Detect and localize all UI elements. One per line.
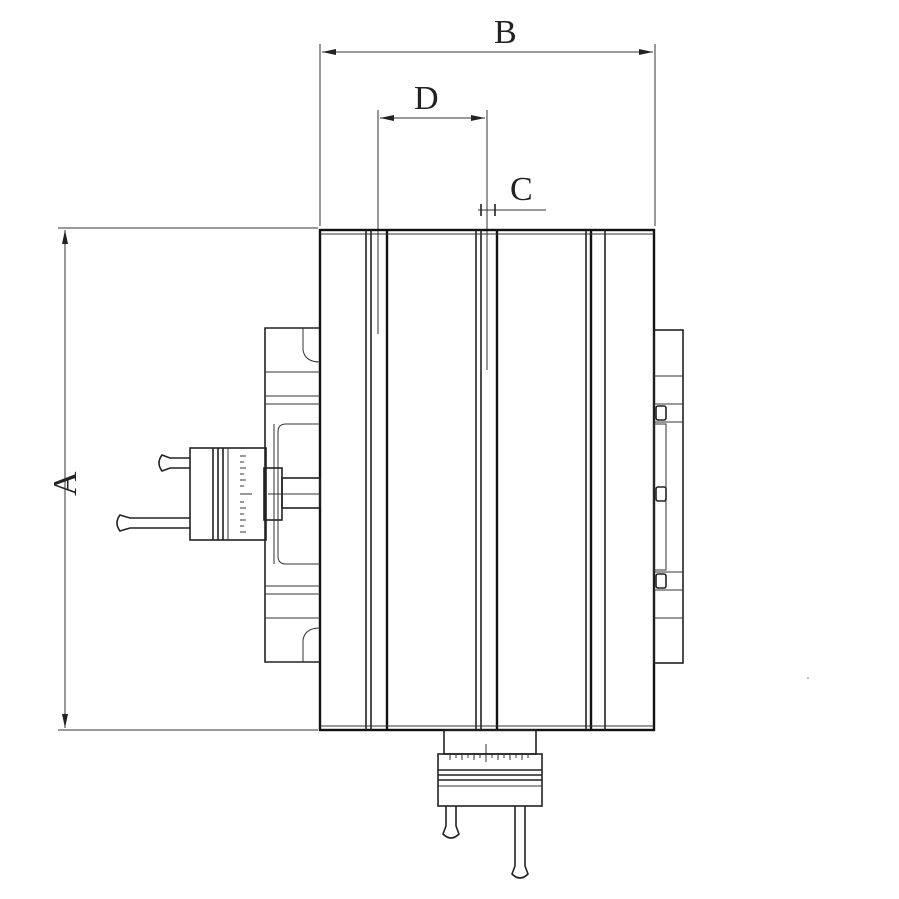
dimension-a: A xyxy=(47,227,318,731)
left-handwheel xyxy=(116,447,321,541)
left-dial-scale xyxy=(240,455,252,533)
scan-speck xyxy=(807,677,809,679)
dimension-label-b: B xyxy=(494,14,517,51)
dimension-c: C xyxy=(478,171,546,216)
dimension-b: B xyxy=(319,14,656,226)
dimension-label-d: D xyxy=(414,80,439,117)
dimension-d: D xyxy=(377,80,488,370)
table-body xyxy=(318,228,656,732)
bottom-handwheel xyxy=(437,729,543,879)
dimension-label-c: C xyxy=(510,171,533,208)
right-bracket-bolts xyxy=(655,405,667,589)
left-bracket xyxy=(264,327,321,663)
dimension-label-a: A xyxy=(47,471,84,496)
right-bracket xyxy=(653,329,684,664)
bottom-dial-scale xyxy=(449,754,529,762)
